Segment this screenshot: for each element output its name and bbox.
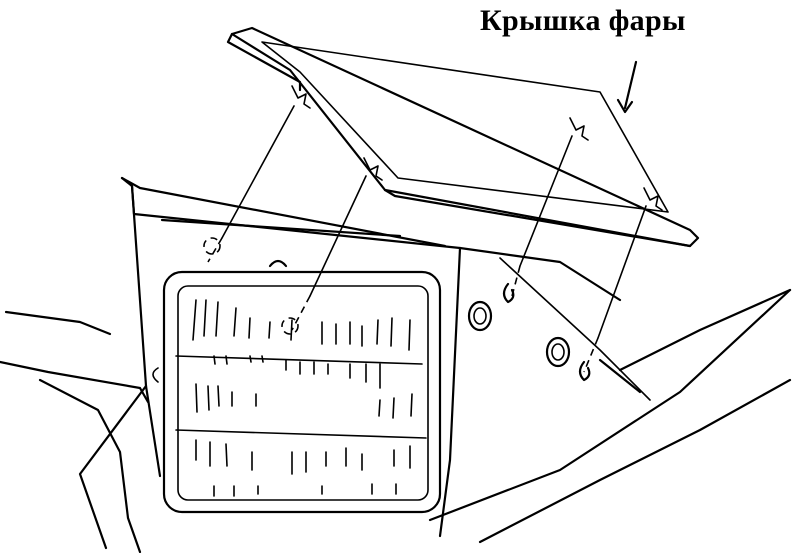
hole-left-center	[281, 317, 299, 335]
headlight-cover-label: Крышка фары	[480, 4, 686, 37]
cover-clip-left	[291, 85, 311, 109]
headlight-housing	[120, 176, 651, 538]
clip-hole-upper	[502, 282, 515, 304]
cover-clip-right-top	[569, 117, 589, 141]
fender-lines	[0, 288, 792, 553]
cover-clip-center	[363, 157, 383, 181]
callout-leader	[616, 60, 638, 114]
headlight-cover	[226, 26, 700, 248]
clip-hole-lower	[578, 360, 591, 382]
grommet-upper	[467, 300, 493, 332]
mounting-holes	[203, 237, 591, 382]
headlight-lens	[152, 259, 442, 514]
hole-left-top	[203, 237, 221, 255]
cover-clip-right-bottom	[643, 187, 663, 211]
grommet-lower	[545, 336, 571, 368]
